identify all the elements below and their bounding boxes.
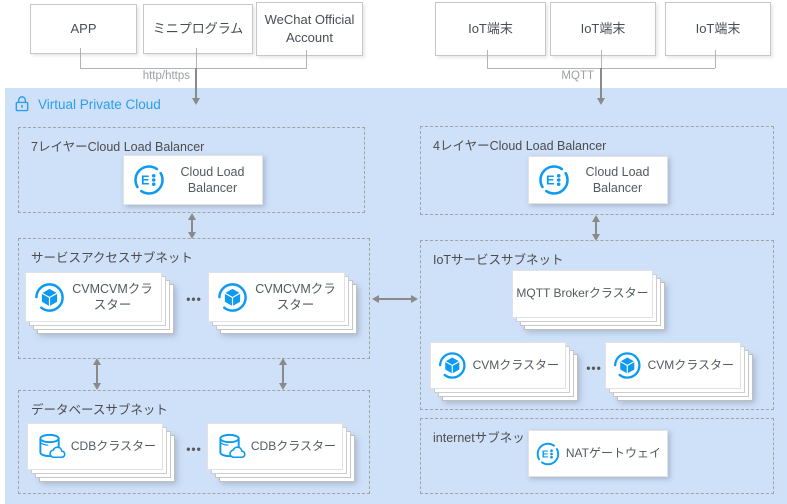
node-label: CVMCVMクラスター xyxy=(72,281,153,312)
node-clb7: Cloud Load Balancer xyxy=(123,155,263,205)
cvm-icon xyxy=(438,352,466,379)
arrow-service-db-subnet-1 xyxy=(92,358,101,390)
external-node-label: IoT端末 xyxy=(580,21,626,37)
arrow-http-into-vpc xyxy=(191,68,200,105)
cvm-icon xyxy=(34,282,64,312)
zone-label: IoTサービスサブネット xyxy=(433,253,564,267)
ellipsis-dots: ••• xyxy=(186,292,202,306)
node-label: CDBクラスター xyxy=(250,438,336,453)
zone-label: 4レイヤーCloud Load Balancer xyxy=(433,139,607,153)
node-cvm-cluster-2: CVMCVMクラスター xyxy=(208,272,345,322)
cdb-icon xyxy=(39,433,66,459)
vpc-header: Virtual Private Cloud xyxy=(14,95,161,113)
arrow-service-iot-subnet xyxy=(372,294,418,303)
arrow-service-db-subnet-2 xyxy=(278,358,287,390)
node-label: NATゲートウェイ xyxy=(565,445,661,460)
external-node-label: WeChat Official Account xyxy=(264,12,355,45)
zone-label: サービスアクセスサブネット xyxy=(31,251,193,265)
node-iot-cvm-cluster-1: CVMクラスター xyxy=(430,342,566,389)
node-label: Cloud Load Balancer xyxy=(180,164,245,195)
connector-line xyxy=(196,48,197,68)
arrow-clb7-service-subnet xyxy=(187,213,196,239)
external-node-app: APP xyxy=(30,4,137,54)
node-cvm-cluster-1: CVMCVMクラスター xyxy=(25,272,162,322)
node-label: CVMクラスター xyxy=(472,357,559,372)
external-node-label: IoT端末 xyxy=(695,21,741,37)
external-node-label: IoT端末 xyxy=(468,21,513,37)
zone-clb4: 4レイヤーCloud Load Balancer xyxy=(420,126,774,215)
node-label: CDBクラスター xyxy=(70,438,156,453)
connector-line xyxy=(80,68,307,69)
cvm-icon xyxy=(613,352,641,379)
cvm-icon xyxy=(217,282,247,312)
node-cdb-cluster-2: CDBクラスター xyxy=(207,423,343,470)
protocol-label-http: http/https xyxy=(142,70,190,82)
external-node-label: ミニプログラム xyxy=(152,21,244,37)
external-node-iot-3: IoT端末 xyxy=(665,2,771,56)
connector-line xyxy=(715,50,716,68)
node-cdb-cluster-1: CDBクラスター xyxy=(27,423,163,470)
external-node-label: APP xyxy=(70,21,97,37)
zone-label: internetサブネット xyxy=(433,431,538,445)
lock-icon xyxy=(15,96,29,112)
node-label: CVMCVMクラスター xyxy=(255,281,336,312)
connector-line xyxy=(487,50,488,68)
protocol-label-mqtt: MQTT xyxy=(561,70,594,82)
ellipsis-dots: ••• xyxy=(186,442,202,456)
nat-gateway-icon xyxy=(536,442,560,465)
zone-service-subnet: サービスアクセスサブネット xyxy=(18,238,370,359)
arrow-clb4-iot-subnet xyxy=(591,215,600,241)
vpc-title: Virtual Private Cloud xyxy=(38,96,161,112)
load-balancer-icon xyxy=(133,165,164,195)
zone-db-subnet: データベースサブネット xyxy=(18,390,370,494)
connector-line xyxy=(306,50,307,68)
ellipsis-dots: ••• xyxy=(586,361,602,375)
node-mqtt-broker-cluster: MQTT Brokerクラスター xyxy=(512,270,653,318)
node-clb4: Cloud Load Balancer xyxy=(528,156,668,204)
cdb-icon xyxy=(219,433,246,459)
external-node-iot-1: IoT端末 xyxy=(435,2,546,56)
zone-iot-subnet: IoTサービスサブネット xyxy=(420,240,774,410)
external-node-wechat: WeChat Official Account xyxy=(256,2,363,56)
load-balancer-icon xyxy=(538,165,569,195)
arrow-mqtt-into-vpc xyxy=(596,68,605,105)
external-node-mini-program: ミニプログラム xyxy=(143,4,253,54)
zone-clb7: 7レイヤーCloud Load Balancer xyxy=(18,127,365,213)
zone-label: データベースサブネット xyxy=(31,403,168,417)
node-label: CVMクラスター xyxy=(647,357,734,372)
node-label: MQTT Brokerクラスター xyxy=(516,286,649,301)
external-node-iot-2: IoT端末 xyxy=(550,2,656,56)
node-nat-gateway: NATゲートウェイ xyxy=(528,430,668,477)
zone-label: 7レイヤーCloud Load Balancer xyxy=(31,140,205,154)
zone-internet-subnet: internetサブネット xyxy=(420,418,774,494)
node-iot-cvm-cluster-2: CVMクラスター xyxy=(605,342,741,389)
connector-line xyxy=(80,48,81,68)
node-label: Cloud Load Balancer xyxy=(585,164,650,195)
connector-line xyxy=(601,50,602,68)
